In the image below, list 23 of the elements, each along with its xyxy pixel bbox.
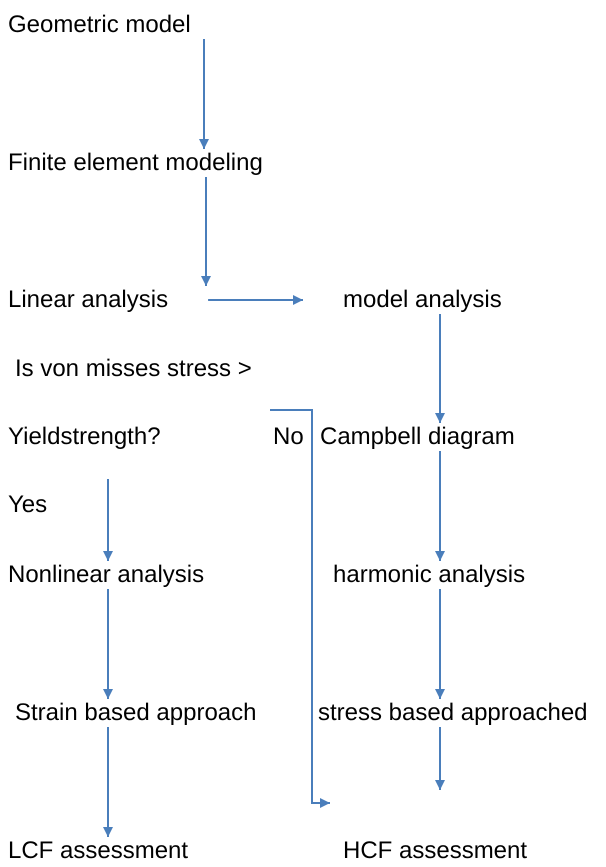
- arrow: [103, 727, 113, 837]
- step-label: Finite element modeling: [8, 149, 263, 177]
- step-label: Strain based approach: [15, 699, 256, 727]
- arrow: [435, 451, 445, 561]
- step-label: stress based approached: [318, 699, 588, 727]
- step-label: LCF assessment: [8, 837, 188, 865]
- arrow: [435, 727, 445, 790]
- arrow: [270, 409, 330, 808]
- arrow: [208, 295, 303, 305]
- step-label: harmonic analysis: [333, 561, 526, 589]
- step-label: Nonlinear analysis: [8, 561, 204, 589]
- step-label: Linear analysis: [8, 286, 168, 314]
- step-label: model analysis: [343, 286, 502, 314]
- step-label: HCF assessment: [343, 837, 528, 865]
- arrow: [103, 479, 113, 561]
- decision-text: Is von misses stress > Yieldstrength?: [8, 354, 253, 452]
- arrow: [199, 39, 209, 149]
- step-label: Geometric model: [8, 11, 191, 39]
- arrow: [201, 177, 211, 286]
- step-label: Campbell diagram: [320, 423, 515, 451]
- arrow: [435, 589, 445, 699]
- arrow: [435, 314, 445, 423]
- arrow: [103, 589, 113, 699]
